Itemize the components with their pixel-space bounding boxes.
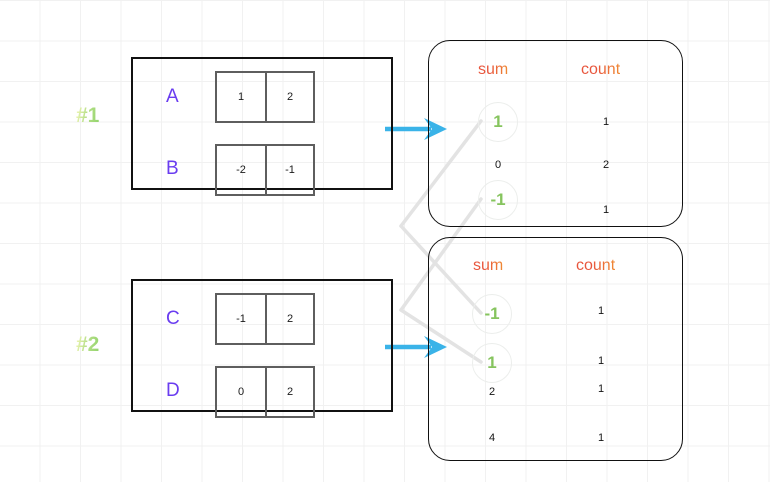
table-2-row-3-sum: 4 <box>488 432 496 444</box>
matrix-row-b-cells: -2 -1 <box>215 144 315 196</box>
table-2-header-count: count <box>576 257 616 274</box>
matrix-panel-2: C -1 2 D 0 2 <box>131 279 393 418</box>
matrix-row-letter-a: A <box>166 86 180 107</box>
table-1-row-2-sum-circle <box>478 180 518 220</box>
table-1-row-0-sum-circle <box>478 102 518 142</box>
table-1-row-0-sum: 1 <box>493 112 503 131</box>
table-1-row-2-sum: -1 <box>490 190 506 209</box>
group-label-1: #1 <box>76 104 100 127</box>
table-2-row-1-sum: 1 <box>487 353 497 372</box>
table-1-row-1-count: 2 <box>602 159 610 171</box>
matrix-cell-c-1: 2 <box>265 295 313 343</box>
table-2-row-0-sum-circle <box>472 294 512 334</box>
table-2-row-3-count: 1 <box>597 432 605 444</box>
table-2-row-1-sum-circle <box>472 343 512 383</box>
matrix-row-c-cells: -1 2 <box>215 293 315 345</box>
table-2-row-0-sum: -1 <box>484 304 500 323</box>
matrix-panel-1: A 1 2 B -2 -1 <box>131 57 393 196</box>
table-2-row-2-sum: 2 <box>488 386 496 398</box>
matrix-row-a-cells: 1 2 <box>215 71 315 123</box>
matrix-row-letter-d: D <box>166 380 181 401</box>
table-1-row-0-count: 1 <box>602 116 610 128</box>
table-1-row-1-sum: 0 <box>494 159 502 171</box>
table-2-row-1-count: 1 <box>597 355 605 367</box>
matrix-cell-c-0: -1 <box>236 313 246 325</box>
matrix-cell-a-1: 2 <box>265 73 313 121</box>
matrix-row-d-cells: 0 2 <box>215 366 315 418</box>
group-label-2: #2 <box>76 333 100 356</box>
aggregate-table-2: sum count -1 1 1 1 2 1 4 1 <box>428 237 683 461</box>
table-2-header-sum: sum <box>473 257 504 274</box>
table-1-header-sum: sum <box>478 61 509 78</box>
matrix-cell-d-0: 0 <box>237 386 245 398</box>
matrix-row-letter-b: B <box>166 158 180 179</box>
aggregate-table-1: sum count 1 1 0 2 -1 1 <box>428 40 683 227</box>
matrix-cell-a-0: 1 <box>237 91 245 103</box>
matrix-cell-b-0: -2 <box>236 164 246 176</box>
table-1-row-2-count: 1 <box>602 204 610 216</box>
table-1-header-count: count <box>581 61 621 78</box>
matrix-cell-b-1: -1 <box>265 146 313 194</box>
matrix-row-letter-c: C <box>166 308 181 329</box>
table-2-row-2-count: 1 <box>597 383 605 395</box>
matrix-cell-d-1: 2 <box>265 368 313 416</box>
table-2-row-0-count: 1 <box>597 305 605 317</box>
